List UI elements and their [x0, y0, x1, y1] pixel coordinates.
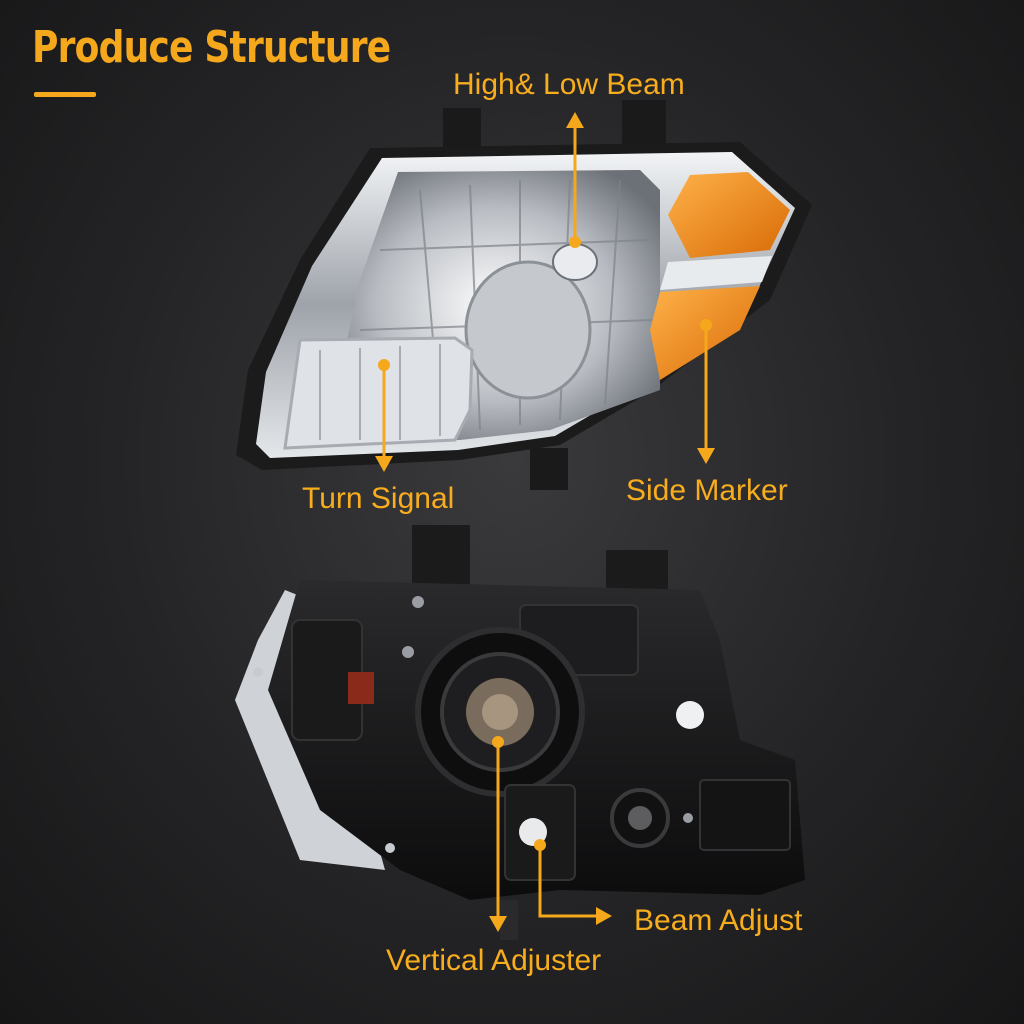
callout-side-marker: Side Marker [626, 474, 788, 507]
callout-turn-signal: Turn Signal [302, 482, 455, 515]
callout-vertical-adjuster: Vertical Adjuster [386, 944, 602, 977]
headlight-rear-photo [235, 525, 805, 940]
callout-high-low-beam: High& Low Beam [453, 68, 685, 101]
callout-arrows [375, 112, 715, 932]
callout-beam-adjust: Beam Adjust [634, 904, 803, 937]
headlight-front-photo [236, 100, 812, 490]
title-underline [34, 92, 96, 97]
page-title: Produce Structure [32, 22, 391, 73]
